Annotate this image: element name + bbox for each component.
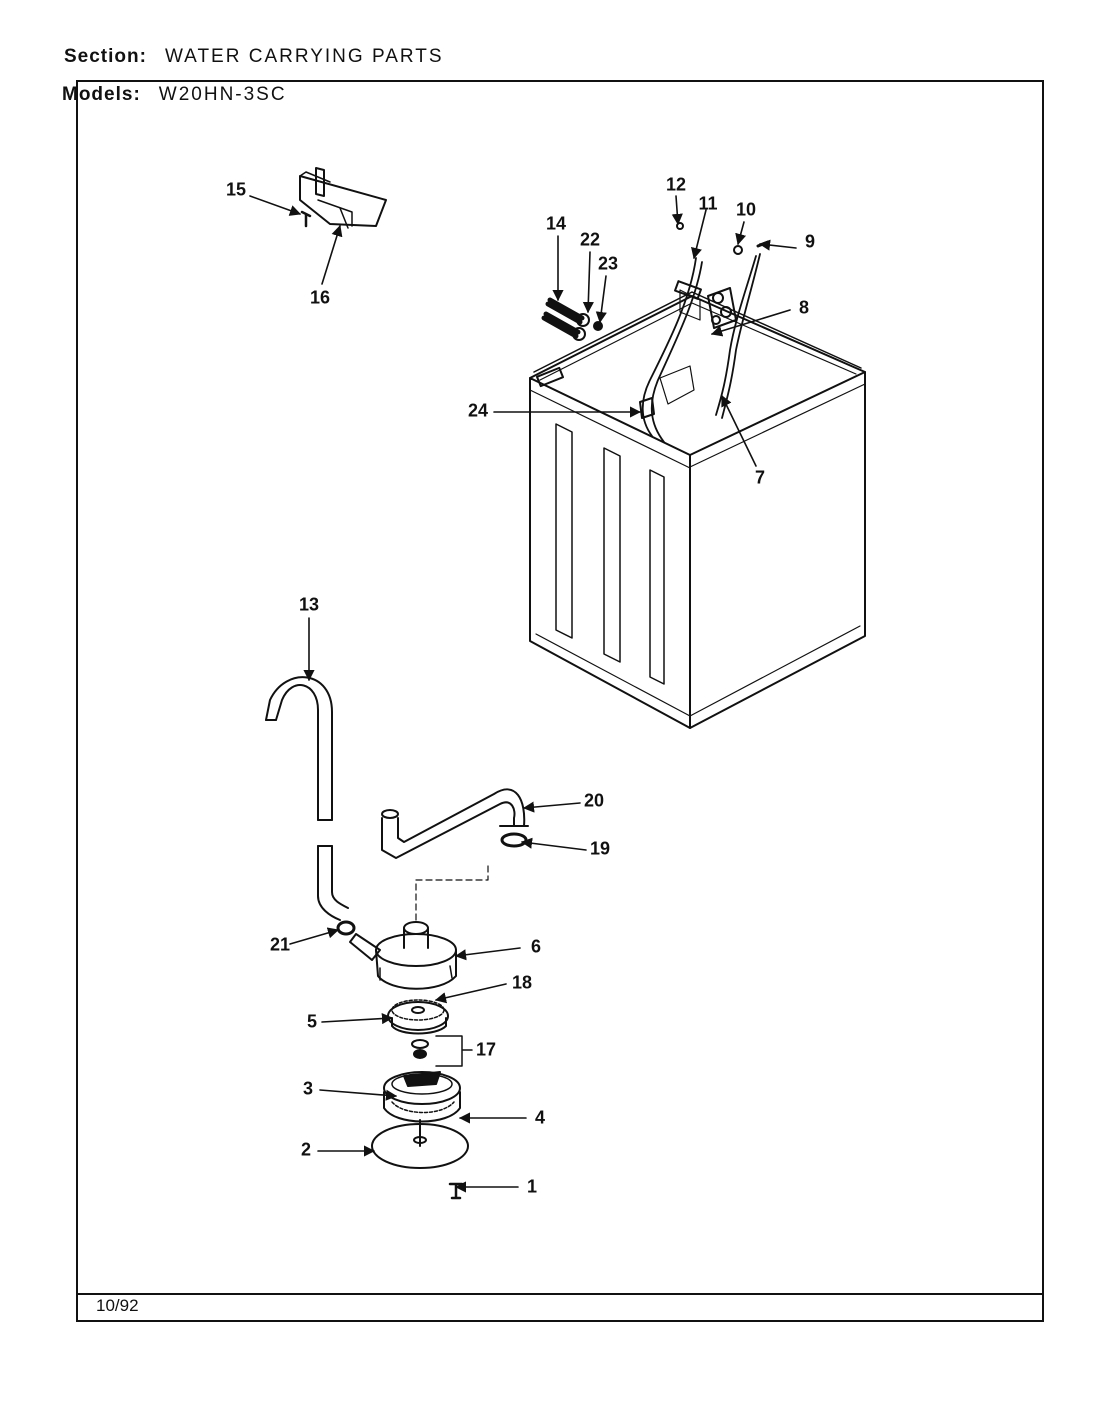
callout-3: 3 <box>302 1078 314 1099</box>
hose-clamp-19 <box>500 832 528 848</box>
callout-24: 24 <box>467 400 489 421</box>
callout-19: 19 <box>589 838 611 859</box>
callout-2: 2 <box>300 1139 312 1160</box>
callout-20: 20 <box>583 790 605 811</box>
callout-16: 16 <box>309 287 331 308</box>
callout-15: 15 <box>225 179 247 200</box>
seal-17-a <box>411 1039 429 1049</box>
callout-12: 12 <box>665 174 687 195</box>
models-heading: Models: W20HN-3SC <box>62 84 287 106</box>
pump-housing <box>349 921 457 990</box>
drain-hose <box>265 676 349 921</box>
callout-14: 14 <box>545 213 567 234</box>
internal-hoses <box>641 253 761 443</box>
bracket-16 <box>299 167 387 229</box>
callout-13: 13 <box>298 594 320 615</box>
pump-outlet-hose <box>381 788 529 859</box>
callout-8: 8 <box>798 297 810 318</box>
callout-23: 23 <box>597 253 619 274</box>
callout-17: 17 <box>475 1039 497 1060</box>
callout-11: 11 <box>698 193 718 214</box>
gasket-plate <box>371 1119 469 1169</box>
pump-base <box>383 1071 461 1123</box>
model-number: W20HN-3SC <box>158 84 287 105</box>
seal-17-b <box>413 1049 427 1059</box>
screw-1 <box>448 1182 464 1200</box>
models-label: Models: <box>62 84 141 105</box>
water-inlet-valve <box>707 287 737 329</box>
footer-rule <box>76 1293 1044 1295</box>
clamp-10 <box>733 245 743 255</box>
callout-1: 1 <box>526 1176 538 1197</box>
connection-guide <box>415 861 489 921</box>
leader-lines <box>249 195 797 1193</box>
fill-hoses <box>541 297 603 341</box>
callout-9: 9 <box>804 231 816 252</box>
callout-7: 7 <box>754 467 766 488</box>
callout-18: 18 <box>511 972 533 993</box>
callout-5: 5 <box>306 1011 318 1032</box>
section-title: WATER CARRYING PARTS <box>164 46 444 67</box>
section-label: Section: <box>64 46 147 67</box>
hose-clamp-21 <box>336 920 356 936</box>
callout-10: 10 <box>735 199 757 220</box>
bracket-17 <box>435 1035 473 1067</box>
callout-21: 21 <box>269 934 291 955</box>
bracket-24 <box>639 397 655 419</box>
screw-15 <box>300 210 312 228</box>
washer-cabinet <box>529 280 866 729</box>
impeller <box>387 999 449 1035</box>
callout-6: 6 <box>530 936 542 957</box>
footer-date: 10/92 <box>96 1296 139 1315</box>
callout-4: 4 <box>534 1107 546 1128</box>
callout-22: 22 <box>579 229 601 250</box>
diagram-frame <box>76 80 1044 1322</box>
section-heading: Section: WATER CARRYING PARTS <box>64 46 444 68</box>
